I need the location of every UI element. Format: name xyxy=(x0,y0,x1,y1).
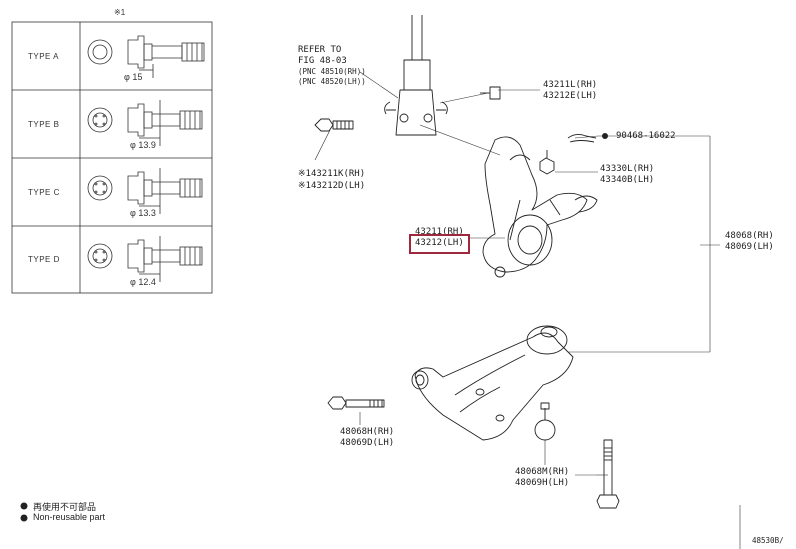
bolt-43211k-drawing xyxy=(314,118,354,132)
type-b-label: TYPE B xyxy=(28,120,60,129)
legend-item-2: Non-reusable part xyxy=(33,512,106,522)
legend-dot-1 xyxy=(20,502,28,510)
part-43211l-rh[interactable]: 43211L(RH) xyxy=(543,80,598,90)
type-a-label: TYPE A xyxy=(28,52,60,61)
refer-line-4: (PNC 48520(LH)) xyxy=(298,77,366,86)
part-43330l-rh[interactable]: 43330L(RH) xyxy=(600,164,655,174)
bolt-type-b-drawing xyxy=(87,100,203,146)
refer-line-3: (PNC 48510(RH)) xyxy=(298,67,366,76)
table-header-mark: ※1 xyxy=(114,8,126,17)
part-48069d-lh[interactable]: 48069D(LH) xyxy=(340,438,395,448)
refer-line-2[interactable]: FIG 48-03 xyxy=(298,56,347,66)
bolt-type-c-drawing xyxy=(87,168,203,214)
bolt-type-table xyxy=(11,21,213,294)
type-c-label: TYPE C xyxy=(28,188,60,197)
part-43212e-lh[interactable]: 43212E(LH) xyxy=(543,91,598,101)
part-48068-rh[interactable]: 48068(RH) xyxy=(725,231,774,241)
type-d-diameter: φ 12.4 xyxy=(130,277,156,287)
nut-43211l-drawing xyxy=(480,86,501,100)
type-c-diameter: φ 13.3 xyxy=(130,208,156,218)
bolt-type-d-drawing xyxy=(87,236,203,282)
figure-code: 48530B/ xyxy=(752,536,784,545)
bolt-48068h-drawing xyxy=(327,396,385,410)
part-48069h-lh[interactable]: 48069H(LH) xyxy=(515,478,570,488)
castle-nut-drawing xyxy=(539,150,555,175)
part-48068h-rh[interactable]: 48068H(RH) xyxy=(340,427,395,437)
part-48069-lh[interactable]: 48069(LH) xyxy=(725,242,774,252)
type-d-label: TYPE D xyxy=(28,255,60,264)
cotter-pin-drawing xyxy=(567,133,597,143)
legend-item-1: 再使用不可部品 xyxy=(33,502,97,512)
type-b-diameter: φ 13.9 xyxy=(130,140,156,150)
part-43340b-lh[interactable]: 43340B(LH) xyxy=(600,175,655,185)
part-90468-16022[interactable]: 90468-16022 xyxy=(616,131,676,141)
lower-arm-drawing xyxy=(411,325,574,441)
part-43212-lh[interactable]: 43212(LH) xyxy=(415,238,464,248)
part-43212d-lh[interactable]: ※143212D(LH) xyxy=(298,181,366,191)
type-a-diameter: φ 15 xyxy=(124,72,143,82)
part-43211k-rh[interactable]: ※143211K(RH) xyxy=(298,169,366,179)
steering-knuckle-drawing xyxy=(482,136,598,278)
part-48068m-rh[interactable]: 48068M(RH) xyxy=(515,467,570,477)
selected-part-highlight xyxy=(409,234,470,254)
legend-dot-2 xyxy=(20,514,28,522)
strut-drawing xyxy=(384,15,448,136)
refer-line-1: REFER TO xyxy=(298,45,342,55)
bolt-type-a-drawing xyxy=(87,35,205,78)
bolt-48068m-drawing xyxy=(596,439,620,509)
part-43211-rh[interactable]: 43211(RH) xyxy=(415,227,464,237)
nonreusable-dot-marker xyxy=(602,133,608,139)
